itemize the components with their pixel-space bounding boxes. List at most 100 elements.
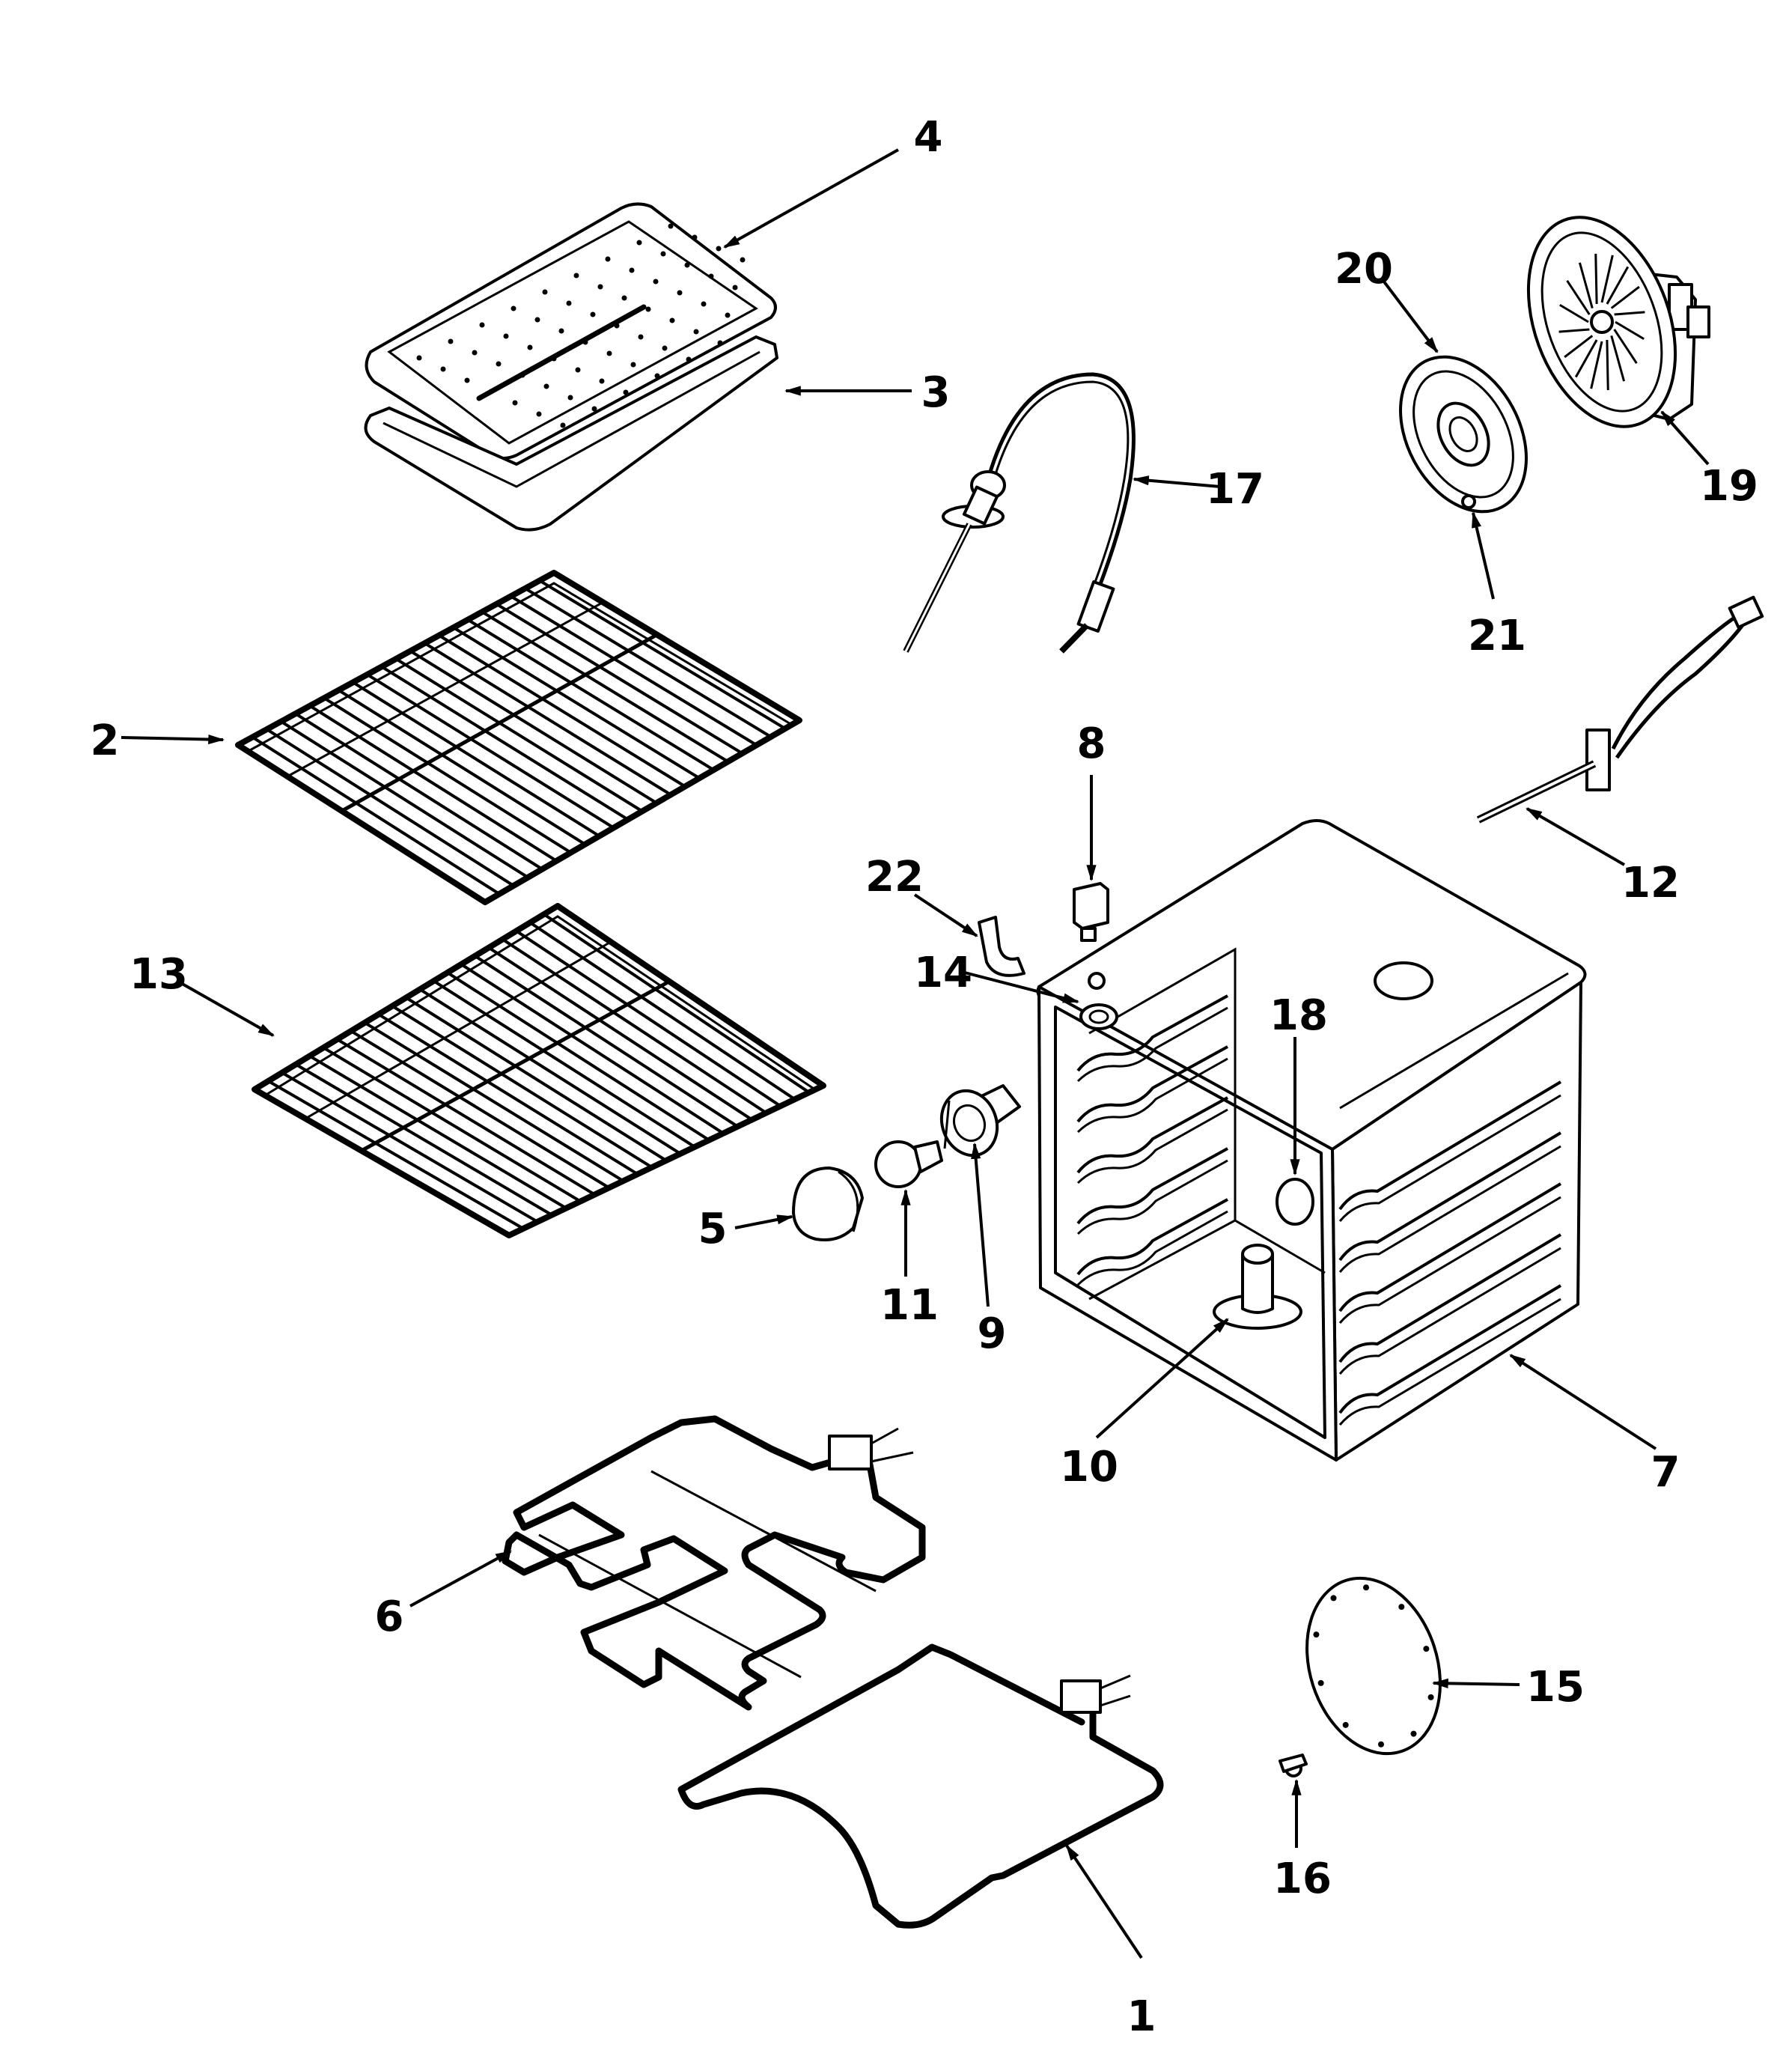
pan-perforation: [692, 234, 698, 240]
plug-button-part: [1276, 1178, 1314, 1226]
callout-21: 21: [1468, 612, 1526, 660]
pan-perforation: [662, 345, 668, 351]
rack-wire: [281, 1071, 539, 1223]
leader-19: [1660, 410, 1710, 466]
fan-blade: [1615, 320, 1645, 341]
oven-sensor-part: [1476, 595, 1764, 824]
pan-perforation: [590, 311, 596, 317]
pan-perforation: [605, 256, 611, 262]
rack-wire: [433, 979, 696, 1149]
cover-screw-hole: [1427, 1694, 1434, 1700]
pan-perforation: [621, 295, 627, 301]
rack-wire: [460, 963, 725, 1135]
rack-wire: [496, 603, 743, 755]
rack-wire: [481, 610, 729, 763]
broiler-pan-part: [364, 335, 778, 532]
rack-guide: [1076, 1210, 1228, 1286]
rack-wire: [323, 696, 572, 854]
callout-16: 16: [1273, 1855, 1332, 1903]
pan-perforation: [534, 317, 540, 323]
rack-guide: [1076, 1198, 1228, 1276]
rack-wire: [446, 971, 710, 1142]
cover-screw-hole: [1398, 1604, 1405, 1611]
cover-screw-hole: [1410, 1730, 1417, 1737]
pan-perforation: [464, 377, 470, 383]
callout-6: 6: [375, 1593, 404, 1641]
fan-blade: [1558, 328, 1590, 333]
rack-guide: [1338, 1080, 1562, 1211]
pan-perforation: [440, 366, 446, 372]
pan-perforation: [669, 317, 675, 323]
rack-cross-wire: [305, 940, 612, 1120]
rack-wire: [418, 988, 682, 1155]
callout-14: 14: [914, 949, 972, 997]
leader-12: [1526, 807, 1625, 866]
fan-blade: [1610, 335, 1626, 382]
oven-cavity-part: [1036, 819, 1587, 1462]
leader-7: [1509, 1354, 1657, 1450]
light-bulb-part: [874, 1140, 943, 1188]
rack-wire: [380, 665, 629, 821]
rack-wire: [364, 1021, 624, 1182]
light-lens-part: [792, 1167, 864, 1241]
rack-wire: [529, 921, 796, 1101]
leader-6: [409, 1550, 512, 1608]
cover-screw-hole: [1317, 1679, 1324, 1686]
fan-blade: [1613, 329, 1638, 364]
pan-perforation: [575, 367, 581, 373]
pan-perforation: [614, 323, 620, 329]
element-support-part: [1213, 1244, 1302, 1330]
rack-guide: [1338, 1233, 1562, 1363]
pan-perforation: [725, 312, 731, 318]
broil-element-part: [502, 1415, 926, 1711]
rack-wire: [391, 1004, 653, 1169]
screw-part: [1279, 1754, 1308, 1777]
fan-blade: [1566, 280, 1591, 315]
rack-wire: [338, 689, 586, 846]
rack-guide: [1338, 1247, 1561, 1375]
rack-guide: [1338, 1182, 1562, 1313]
callout-labels: 1 2 3 4 5 6 7 8 9 10 11 12 13 14 15 16 1…: [91, 113, 1758, 2041]
rack-wire: [352, 681, 600, 838]
rack-guide: [1076, 1045, 1228, 1123]
leader-21: [1472, 511, 1495, 600]
rack-wire: [323, 1046, 582, 1203]
leader-15: [1431, 1678, 1520, 1688]
rack-cross-wire: [341, 633, 658, 813]
fan-blade: [1600, 255, 1614, 303]
rack-frame-inner: [248, 582, 793, 752]
rack-wire: [515, 929, 781, 1107]
callout-1: 1: [1127, 1992, 1156, 2041]
rack-wire: [474, 955, 739, 1128]
pan-perforation: [740, 257, 746, 263]
rack-wire: [524, 587, 772, 738]
pan-perforation: [716, 246, 722, 252]
fan-blade: [1590, 341, 1603, 389]
fan-blade: [1559, 303, 1589, 323]
clip-part: [978, 916, 1025, 977]
rack-guide: [1338, 1298, 1561, 1426]
rack-wire: [308, 705, 558, 863]
cover-screw-hole: [1342, 1721, 1349, 1728]
callout-3: 3: [921, 368, 951, 417]
callout-12: 12: [1621, 859, 1680, 907]
callout-18: 18: [1270, 991, 1328, 1040]
leader-22: [913, 893, 978, 937]
rack-wire: [377, 1013, 639, 1175]
rack-wire: [266, 728, 515, 887]
rack-guide: [1076, 1108, 1228, 1184]
fan-blade: [1564, 335, 1594, 359]
pan-perforation: [542, 289, 548, 295]
rack-guide: [1076, 994, 1228, 1072]
leader-13: [179, 981, 275, 1037]
pan-perforation: [636, 240, 642, 246]
rack-guide: [1338, 1284, 1562, 1414]
callout-5: 5: [698, 1205, 728, 1253]
light-socket-part: [939, 1084, 1021, 1158]
rack-wire: [295, 1062, 553, 1217]
rack-guide: [1338, 1094, 1561, 1222]
pan-perforation: [543, 383, 549, 389]
callout-8: 8: [1077, 720, 1106, 768]
